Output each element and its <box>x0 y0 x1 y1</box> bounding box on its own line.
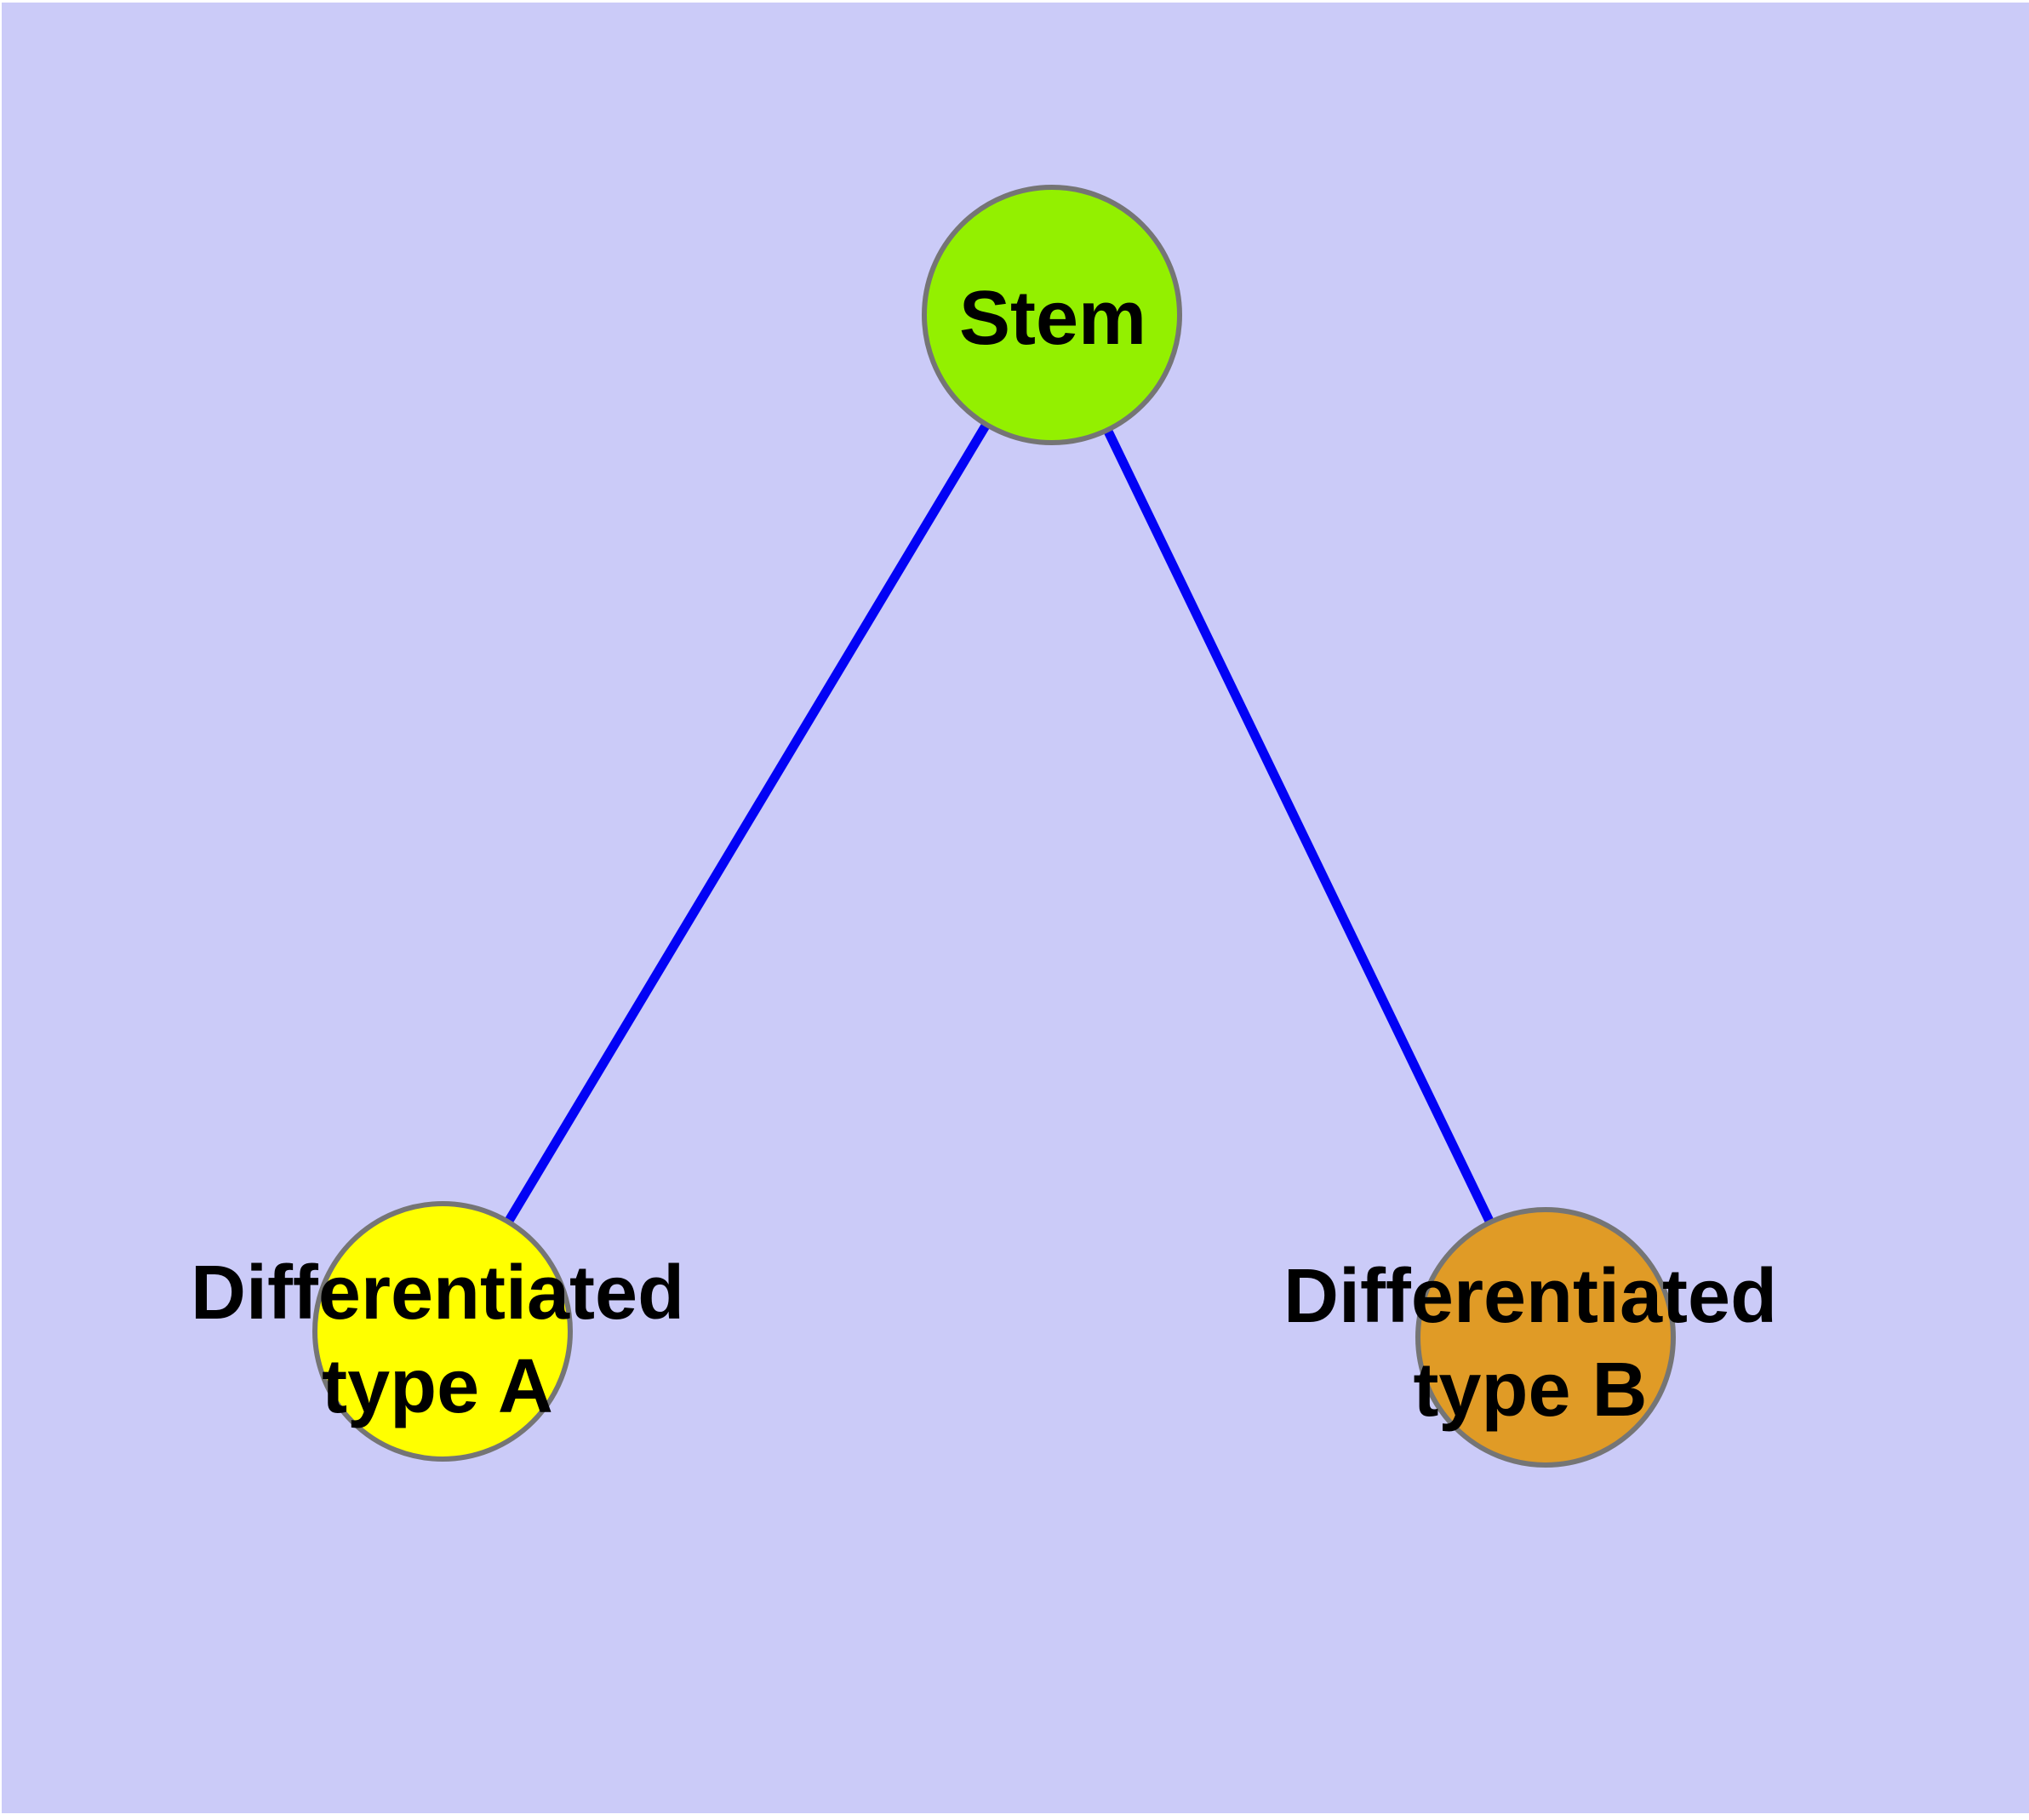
node-label-type-a: Differentiated type A <box>191 1246 684 1434</box>
node-label-stem-text: Stem <box>958 276 1147 361</box>
edge-stem-to-type-a <box>438 312 1056 1334</box>
edge-stem-to-type-b <box>1048 312 1550 1340</box>
node-label-type-b: Differentiated type B <box>1283 1250 1777 1437</box>
node-label-type-a-line1: Differentiated <box>190 1251 685 1336</box>
node-type-b-circle <box>1415 1207 1676 1468</box>
node-label-type-b-line1: Differentiated <box>1283 1254 1778 1339</box>
node-stem-circle <box>922 185 1182 445</box>
node-type-a-circle <box>312 1201 573 1462</box>
node-label-type-a-line2: type A <box>322 1344 553 1429</box>
node-label-type-b-line2: type B <box>1413 1348 1648 1433</box>
node-label-stem: Stem <box>959 272 1146 365</box>
